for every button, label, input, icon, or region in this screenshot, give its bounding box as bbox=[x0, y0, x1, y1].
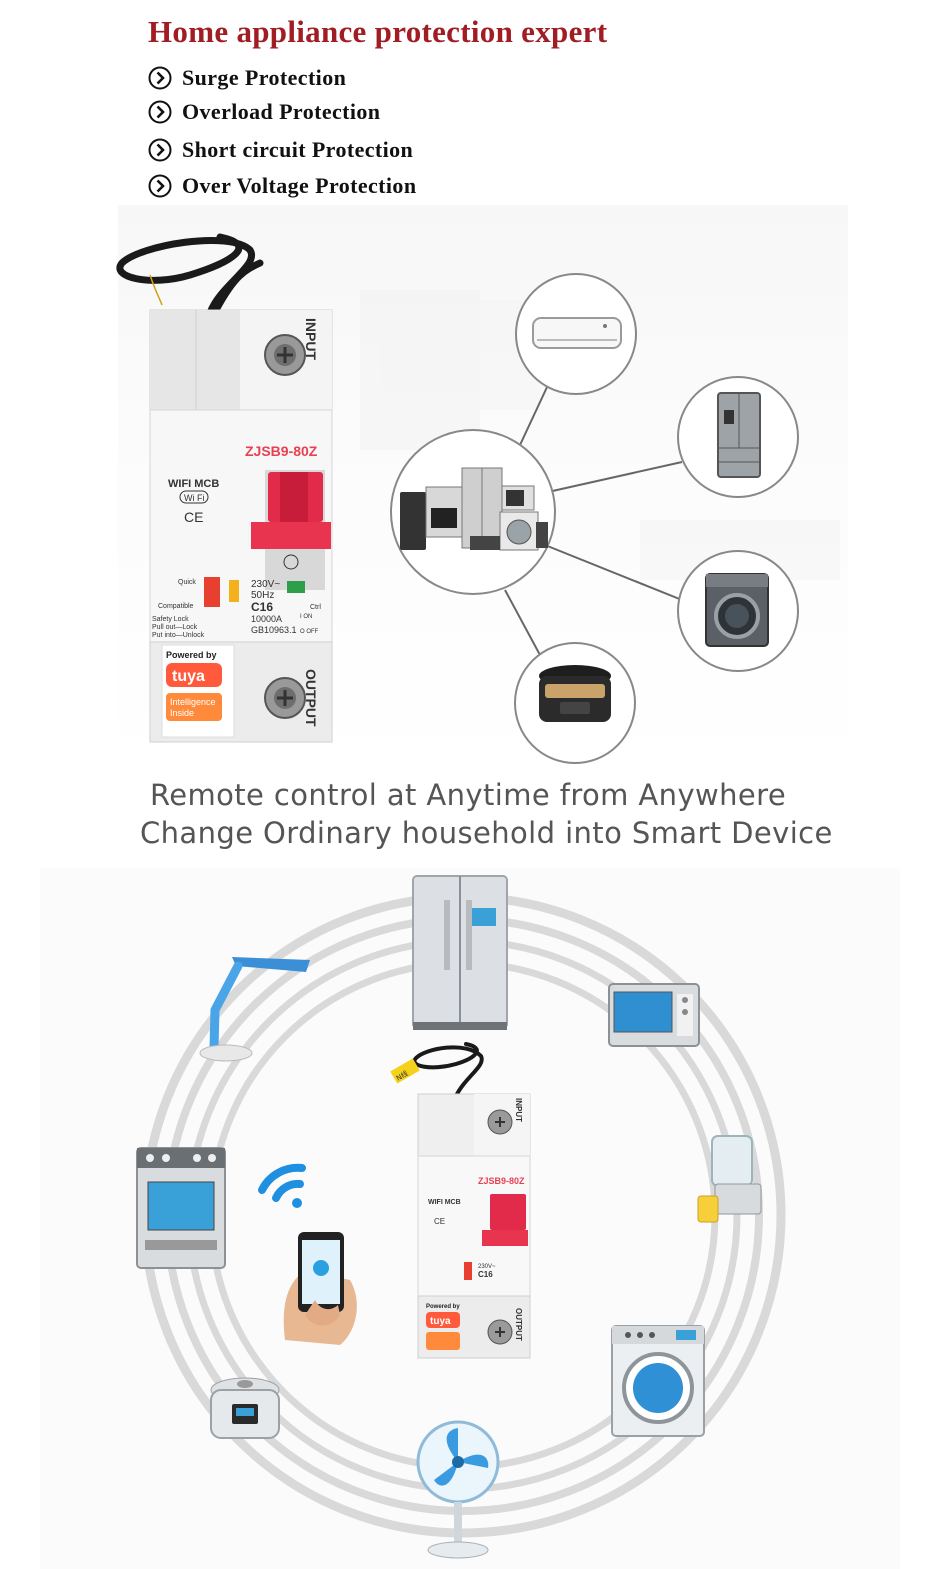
refrigerator-icon bbox=[412, 875, 508, 1030]
feature-label: Surge Protection bbox=[182, 65, 347, 90]
chevron-circle-icon bbox=[148, 174, 172, 198]
ce-mark: CE bbox=[184, 509, 203, 525]
output-label: OUTPUT bbox=[303, 669, 319, 727]
rating-curve: C16 bbox=[251, 600, 273, 614]
feature-label: Overload Protection bbox=[182, 99, 381, 124]
appliance-network-illustration bbox=[360, 273, 840, 764]
washing-machine-icon bbox=[611, 1325, 705, 1437]
wifi-mcb-breaker-large: INPUT ZJSB9-80Z WIFI MCB Wi Fi CE Quick … bbox=[116, 233, 333, 743]
rating-frequency: 50Hz bbox=[251, 590, 274, 601]
feature-item-overload: Overload Protection bbox=[148, 97, 380, 127]
wifi-icon bbox=[258, 1163, 306, 1208]
rating-capacity: 10000A bbox=[251, 614, 282, 624]
wifi-mcb-breaker-small: N线 INPUT ZJSB9-80Z WIFI MCB CE 230V~ C16… bbox=[390, 1042, 531, 1359]
rice-cooker-icon bbox=[514, 642, 636, 764]
model-label: ZJSB9-80Z bbox=[478, 1176, 525, 1186]
feature-item-short-circuit: Short circuit Protection bbox=[148, 135, 413, 165]
model-label: ZJSB9-80Z bbox=[245, 443, 318, 459]
washing-machine-icon bbox=[677, 550, 799, 672]
oven-icon bbox=[136, 1147, 226, 1269]
quick-label: Quick bbox=[178, 579, 196, 586]
appliances-hub-circle bbox=[390, 429, 556, 595]
powered-by-label: Powered by bbox=[426, 1304, 460, 1310]
tuya-brand-label: tuya bbox=[172, 668, 205, 685]
input-label: INPUT bbox=[514, 1098, 523, 1122]
air-conditioner-icon bbox=[515, 273, 637, 395]
pull-out-label: Pull out—Lock bbox=[152, 624, 198, 631]
microwave-icon bbox=[608, 983, 700, 1047]
rating-voltage: 230V~ bbox=[478, 1264, 496, 1270]
juicer-icon bbox=[697, 1135, 762, 1223]
mcb-name-label: WIFI MCB bbox=[428, 1199, 461, 1206]
page-headline: Home appliance protection expert bbox=[148, 14, 608, 49]
tagline-line-1: Remote control at Anytime from Anywhere bbox=[150, 778, 787, 812]
on-label: I ON bbox=[300, 614, 312, 620]
ce-mark: CE bbox=[434, 1217, 445, 1226]
output-label: OUTPUT bbox=[514, 1308, 523, 1341]
fan-icon bbox=[416, 1420, 500, 1559]
wifi-badge: Wi Fi bbox=[184, 493, 205, 503]
refrigerator-icon bbox=[677, 376, 799, 498]
input-label: INPUT bbox=[303, 318, 319, 360]
smartphone-icon bbox=[283, 1232, 357, 1345]
desk-lamp-icon bbox=[199, 957, 310, 1062]
standard-label: GB10963.1 bbox=[251, 625, 297, 635]
feature-item-over-voltage: Over Voltage Protection bbox=[148, 171, 416, 201]
chevron-circle-icon bbox=[148, 138, 172, 162]
rating-curve: C16 bbox=[478, 1270, 493, 1279]
put-into-label: Put into—Unlock bbox=[152, 632, 205, 639]
compatible-label: Compatible bbox=[158, 603, 194, 610]
off-label: O OFF bbox=[300, 629, 319, 635]
tuya-brand-label: tuya bbox=[430, 1316, 451, 1327]
feature-label: Over Voltage Protection bbox=[182, 173, 417, 198]
rice-cooker-icon bbox=[210, 1377, 280, 1439]
chevron-circle-icon bbox=[148, 66, 172, 90]
powered-by-label: Powered by bbox=[166, 650, 217, 660]
safety-lock-label: Safety Lock bbox=[152, 616, 189, 623]
tuya-sub1: Intelligence bbox=[170, 697, 216, 707]
tagline-line-2: Change Ordinary household into Smart Dev… bbox=[140, 816, 833, 850]
tuya-sub2: Inside bbox=[170, 708, 194, 718]
rating-voltage: 230V~ bbox=[251, 579, 280, 590]
feature-item-surge: Surge Protection bbox=[148, 63, 346, 93]
feature-label: Short circuit Protection bbox=[182, 137, 414, 162]
mcb-name-label: WIFI MCB bbox=[168, 478, 219, 490]
ctrl-label: Ctrl bbox=[310, 604, 321, 611]
chevron-circle-icon bbox=[148, 100, 172, 124]
